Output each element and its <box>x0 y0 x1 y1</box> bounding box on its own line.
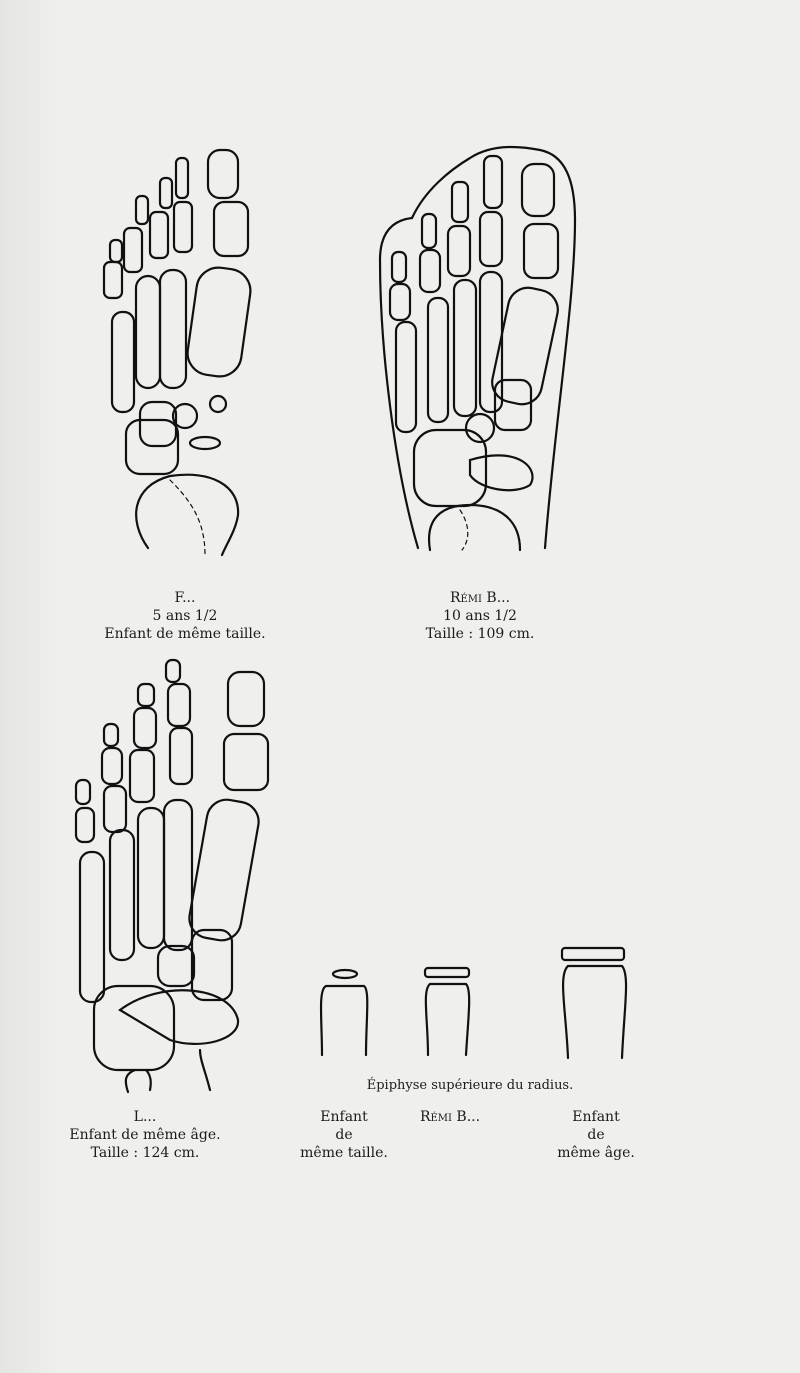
radius-epiphysis-same-age <box>560 946 628 1060</box>
radius-epiphysis-remi <box>423 966 471 1057</box>
radius-epiphysis-same-height <box>319 968 369 1057</box>
caption-radius-remi: Rémi B... <box>400 1108 500 1126</box>
caption-age: 10 ans 1/2 <box>443 608 517 624</box>
caption-line: Rémi B... <box>419 1109 481 1125</box>
caption-line: Enfant <box>320 1109 368 1125</box>
foot-xray-l <box>74 658 270 1094</box>
radius-figure-title: Épiphyse supérieure du radius. <box>366 1078 574 1093</box>
caption-name: F... <box>174 590 196 606</box>
foot-xray-f <box>102 148 252 557</box>
caption-line: de <box>335 1127 353 1143</box>
caption-line: de <box>587 1127 605 1143</box>
caption-age: 5 ans 1/2 <box>152 608 218 624</box>
caption-note: Enfant de même âge. <box>69 1127 221 1143</box>
foot-xray-remi <box>378 145 577 552</box>
caption-line: même âge. <box>557 1145 635 1161</box>
caption-name: Rémi B... <box>449 590 511 606</box>
caption-height: Taille : 124 cm. <box>90 1145 200 1161</box>
caption-name: L... <box>133 1109 157 1125</box>
caption-figure-l: L... Enfant de même âge. Taille : 124 cm… <box>60 1108 230 1162</box>
caption-radius-same-age: Enfant de même âge. <box>536 1108 656 1162</box>
caption-radius-same-height: Enfant de même taille. <box>284 1108 404 1162</box>
caption-height: Taille : 109 cm. <box>425 626 535 642</box>
caption-figure-remi: Rémi B... 10 ans 1/2 Taille : 109 cm. <box>395 589 565 643</box>
caption-line: même taille. <box>300 1145 388 1161</box>
caption-line: Enfant <box>572 1109 620 1125</box>
caption-note: Enfant de même taille. <box>104 626 266 642</box>
page-edge-shadow <box>0 0 60 1373</box>
caption-figure-f: F... 5 ans 1/2 Enfant de même taille. <box>100 589 270 643</box>
